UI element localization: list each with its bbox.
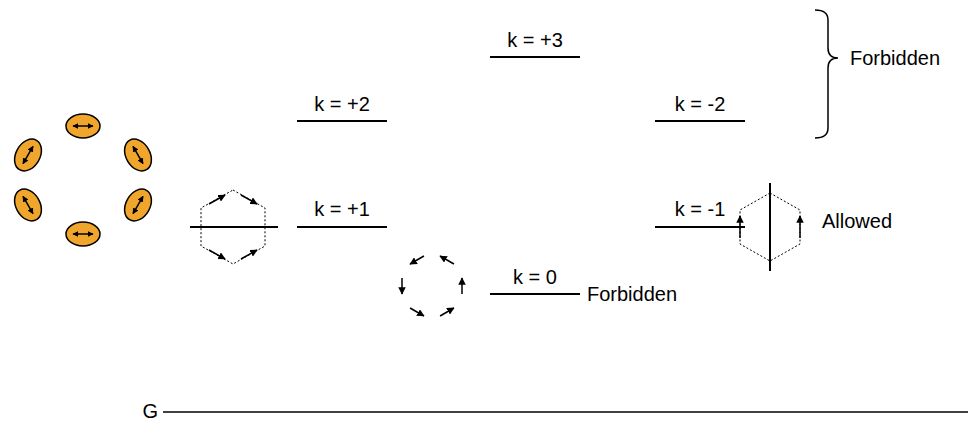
level-label: k = +3 <box>507 29 563 52</box>
chromophore-ellipse <box>119 184 157 225</box>
mode-plus1-figure <box>190 190 278 264</box>
selection-rule-label: Forbidden <box>587 283 677 306</box>
chromophore-ellipse <box>9 134 47 175</box>
ground-level-line <box>163 411 968 413</box>
level-line <box>297 120 387 122</box>
mode-zero-figure <box>402 256 462 316</box>
chromophore-ellipse <box>119 134 157 175</box>
bracket <box>815 10 838 138</box>
dipole-arrow <box>440 256 454 264</box>
chromophore <box>119 134 157 175</box>
level-label: k = -2 <box>675 93 726 116</box>
dipole-arrow <box>73 233 93 235</box>
level-label: k = 0 <box>513 266 557 289</box>
level-line <box>490 56 580 58</box>
chromophore-ellipse <box>66 222 100 246</box>
dipole-arrow <box>209 250 225 259</box>
dipole-arrow <box>73 125 93 127</box>
dipole-arrow <box>410 308 424 316</box>
dipole-arrow <box>410 256 424 264</box>
level-line <box>655 226 745 228</box>
chromophore <box>119 184 157 225</box>
level-line <box>490 293 580 295</box>
chromophore <box>9 184 47 225</box>
level-label: k = +2 <box>314 93 370 116</box>
nodal-line <box>769 183 771 271</box>
nodal-line <box>190 226 278 228</box>
chromophore <box>66 114 100 138</box>
chromophore <box>9 134 47 175</box>
dipole-arrow <box>133 146 143 163</box>
dipole-arrow <box>401 278 403 294</box>
dipole-arrow <box>133 196 143 213</box>
level-label: k = -1 <box>675 198 726 221</box>
dipole-arrow <box>23 196 33 213</box>
dipole-arrow <box>461 278 463 294</box>
level-line <box>297 226 387 228</box>
dipole-arrow <box>241 195 257 204</box>
dipole-arrow <box>739 216 741 238</box>
selection-rule-label: Allowed <box>822 210 892 233</box>
dipole-arrow <box>209 195 225 204</box>
level-label: k = +1 <box>314 198 370 221</box>
chromophore-ellipse <box>66 114 100 138</box>
dipole-arrow <box>241 250 257 259</box>
chromophore-ring <box>9 114 157 246</box>
energy-levels <box>297 57 745 294</box>
dipole-arrow <box>23 146 33 163</box>
selection-rule-label: Forbidden <box>850 47 940 70</box>
dipole-arrow <box>440 308 454 316</box>
ground-state-label: G <box>142 400 158 423</box>
level-line <box>655 120 745 122</box>
chromophore-ellipse <box>9 184 47 225</box>
chromophore <box>66 222 100 246</box>
mode-minus1-figure <box>740 183 800 271</box>
dipole-arrow <box>799 216 801 238</box>
